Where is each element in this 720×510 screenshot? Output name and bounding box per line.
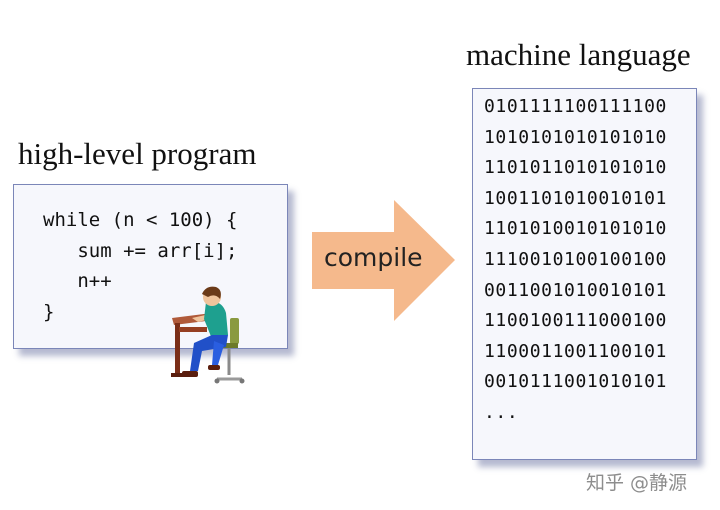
code-line: sum += arr[i];	[43, 239, 238, 262]
high-level-program-title: high-level program	[18, 136, 257, 171]
binary-line: 1100100111000100	[484, 310, 667, 332]
binary-line: 1101011010101010	[484, 157, 667, 179]
binary-ellipsis: ...	[484, 401, 519, 423]
machine-code-box: 0101111100111100 1010101010101010 110101…	[472, 88, 697, 460]
code-line: while (n < 100) {	[43, 209, 238, 231]
binary-line: 0011001010010101	[484, 279, 667, 301]
code-line: }	[43, 300, 55, 323]
compile-label: compile	[324, 243, 423, 272]
code-line: n++	[43, 270, 112, 292]
watermark-text: 知乎 @静源	[586, 472, 688, 494]
binary-line: 1001101010010101	[484, 187, 667, 209]
compile-arrow-icon	[312, 200, 455, 321]
binary-line: 0101111100111100	[484, 96, 667, 117]
binary-line: 1100011001100101	[484, 340, 667, 362]
compile-arrow-shape	[312, 200, 455, 321]
binary-lines: 0101111100111100 1010101010101010 110101…	[484, 92, 667, 429]
binary-line: 1101010010101010	[484, 218, 667, 240]
binary-line: 0010111001010101	[484, 371, 667, 393]
binary-line: 1010101010101010	[484, 126, 667, 148]
high-level-code-box: while (n < 100) { sum += arr[i]; n++ }	[13, 184, 288, 349]
machine-language-title: machine language	[466, 37, 691, 72]
binary-line: 1110010100100100	[484, 248, 667, 270]
programmer-at-desk-icon	[171, 286, 245, 384]
source-code-block: while (n < 100) { sum += arr[i]; n++ }	[43, 205, 237, 327]
